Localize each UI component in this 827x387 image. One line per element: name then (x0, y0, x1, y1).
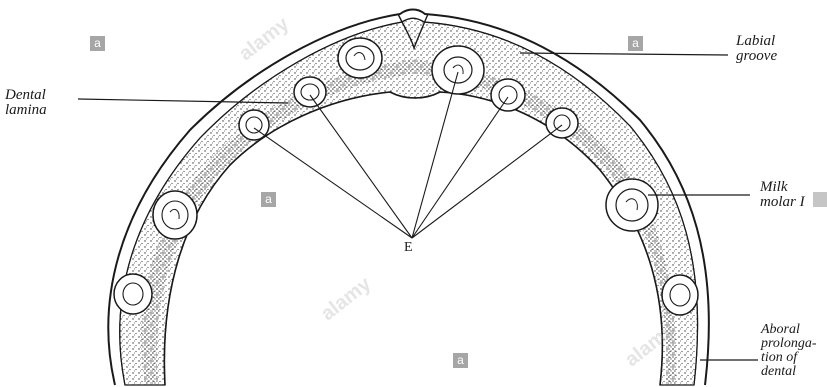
label-milk-molar: Milk molar I (760, 180, 805, 210)
label-e: E (404, 240, 413, 255)
watermark-badge: a (453, 353, 468, 368)
watermark-badge: a (261, 192, 276, 207)
tooth-germ-7 (491, 79, 525, 111)
watermark-badge: a (90, 36, 105, 51)
label-labial-groove: Labial groove (736, 34, 777, 64)
tooth-germ-4 (153, 191, 197, 239)
tooth-germ-5 (114, 274, 152, 314)
label-dental-lamina: Dental lamina (5, 88, 47, 118)
tooth-germ-milk-molar (606, 179, 658, 231)
tooth-germ-2 (294, 77, 326, 107)
label-aboral-prolongation: Aboral prolonga- tion of dental (761, 323, 816, 379)
tooth-germ-1 (338, 38, 382, 78)
watermark-badge: a (628, 36, 643, 51)
tooth-germ-6 (432, 46, 484, 94)
tooth-germ-10 (662, 275, 698, 315)
